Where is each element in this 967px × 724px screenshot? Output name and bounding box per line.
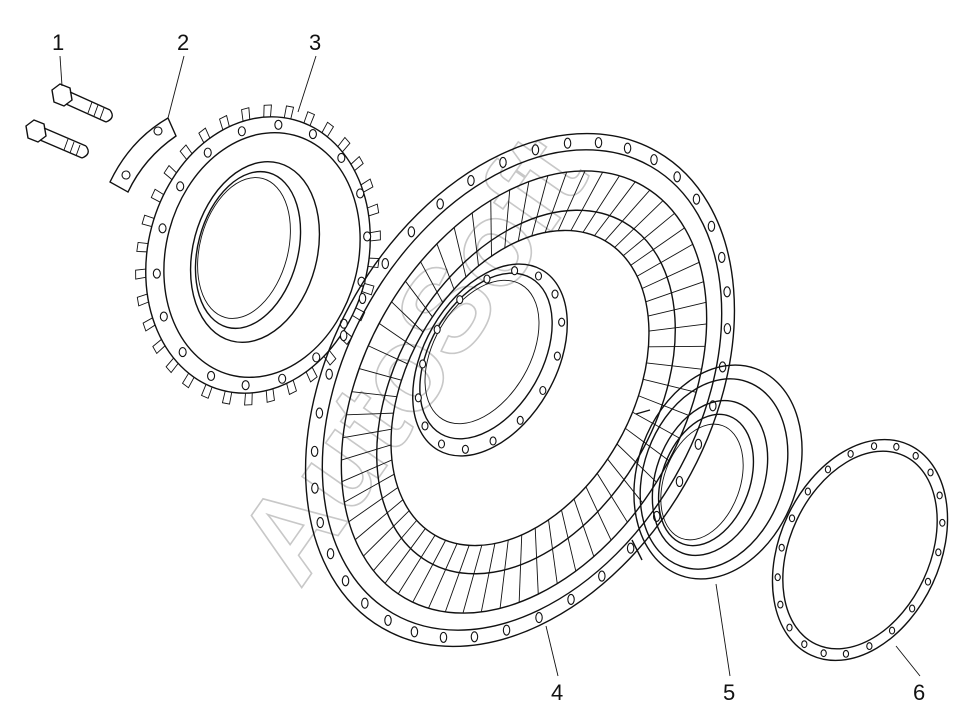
callout-3: 3 <box>309 30 321 55</box>
leader-lines <box>59 55 921 677</box>
bolt-lower <box>25 119 89 159</box>
callout-4: 4 <box>551 680 563 705</box>
watermark: AutoSoft <box>212 113 612 605</box>
sprocket-ring <box>135 104 381 406</box>
callout-1: 1 <box>52 30 64 55</box>
callout-6: 6 <box>913 680 925 705</box>
callout-5: 5 <box>723 680 735 705</box>
lock-plate <box>109 117 177 193</box>
bolt-upper <box>51 83 113 123</box>
callout-2: 2 <box>177 30 189 55</box>
gasket <box>771 438 949 662</box>
bearing <box>631 364 803 580</box>
turbine-wheel <box>304 132 736 648</box>
